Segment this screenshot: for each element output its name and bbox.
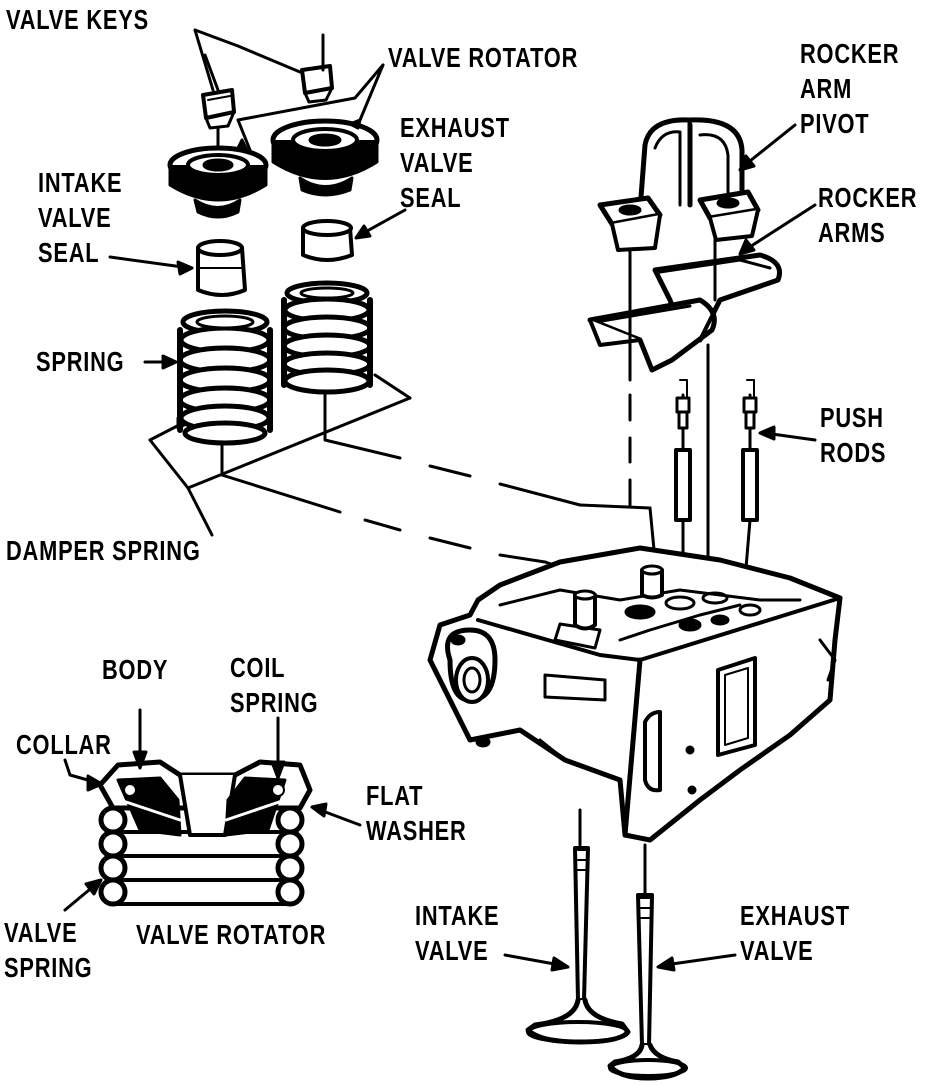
rocker-arm-pivot bbox=[597, 117, 761, 252]
push-rod-1 bbox=[674, 379, 692, 522]
label-valve-spring: VALVE SPRING bbox=[4, 917, 93, 983]
exhaust-spring bbox=[281, 280, 373, 395]
intake-valve-seal bbox=[196, 239, 247, 297]
valve-key-right bbox=[300, 64, 334, 104]
label-rocker-arm-pivot: ROCKER ARM PIVOT bbox=[800, 38, 900, 139]
intake-valve bbox=[525, 846, 631, 1045]
valve-key-left bbox=[201, 88, 236, 130]
valve-rotator-cutaway bbox=[97, 759, 313, 907]
intake-valve-rotator bbox=[167, 145, 269, 219]
label-intake-valve-seal: INTAKE VALVE SEAL bbox=[38, 167, 123, 268]
exhaust-valve bbox=[607, 893, 688, 1081]
cylinder-head bbox=[427, 545, 843, 843]
label-push-rods: PUSH RODS bbox=[820, 402, 887, 468]
label-exhaust-valve-seal: EXHAUST VALVE SEAL bbox=[400, 112, 510, 213]
label-valve-rotator-top: VALVE ROTATOR bbox=[388, 42, 579, 73]
label-valve-rotator-bottom: VALVE ROTATOR bbox=[136, 919, 327, 950]
label-spring: SPRING bbox=[36, 346, 125, 377]
exhaust-valve-seal bbox=[301, 219, 354, 262]
label-rocker-arms: ROCKER ARMS bbox=[818, 182, 918, 248]
label-body: BODY bbox=[102, 654, 169, 685]
label-damper-spring: DAMPER SPRING bbox=[6, 535, 201, 566]
label-coil-spring: COIL SPRING bbox=[230, 652, 319, 718]
push-rod-2 bbox=[741, 379, 759, 522]
label-flat-washer: FLAT WASHER bbox=[366, 780, 467, 846]
label-intake-valve: INTAKE VALVE bbox=[415, 900, 500, 966]
exhaust-valve-rotator bbox=[270, 118, 380, 197]
label-collar: COLLAR bbox=[16, 729, 112, 760]
intake-spring bbox=[177, 308, 273, 446]
label-exhaust-valve: EXHAUST VALVE bbox=[740, 900, 850, 966]
rocker-arms bbox=[587, 252, 782, 373]
label-valve-keys: VALVE KEYS bbox=[6, 4, 149, 35]
